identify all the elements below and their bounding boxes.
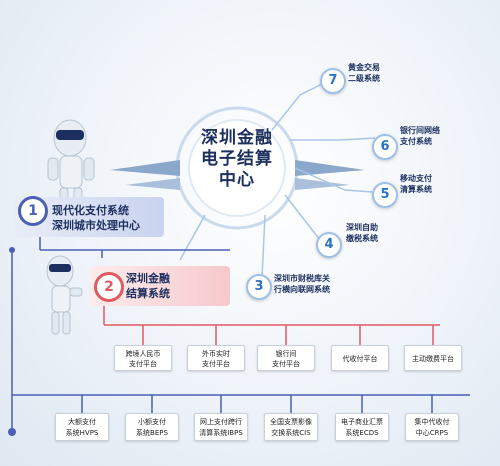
clearing-system-box: 大额支付 系统HVPS [55,413,109,441]
label-line: 支付平台 [272,360,300,368]
platform-box: 银行间 支付平台 [257,345,315,371]
hub-wings [110,106,365,230]
label-line: 电子商业汇票 [341,418,383,426]
system-number-badge: 2 [94,272,124,302]
label-line: 结算系统 [126,287,170,300]
label-line: 外币实时 [202,350,230,358]
label-line: 集中代收付 [414,418,450,426]
label-line: 清算系统 [400,185,432,194]
label-line: 银行间 [275,350,297,358]
label-line: 小额支付 [138,418,166,426]
label-line: 系统ECDS [345,429,379,437]
platform-box: 跨境人民币 支付平台 [114,345,172,371]
platform-box: 外币实时 支付平台 [187,345,245,371]
system-number-badge: 1 [18,196,48,226]
center-title: 深圳金融 电子结算 中心 [183,128,291,191]
system-number-badge: 7 [320,68,346,94]
label-line: 深圳市财税库关 [274,274,330,283]
center-title-line2: 电子结算 [201,149,273,169]
label-line: 深圳城市处理中心 [52,219,140,232]
clearing-system-box: 网上支付跨行 清算系统IBPS [194,413,248,441]
label-line: 系统HVPS [65,429,99,437]
label-line: 中心CRPS [415,429,449,437]
label-line: 网上支付跨行 [200,418,242,426]
label-line: 现代化支付系统 [52,204,129,217]
mobile-payment-system-label: 移动支付 清算系统 [400,173,432,195]
clearing-system-box: 电子商业汇票 系统ECDS [335,413,389,441]
shenzhen-settlement-system-label: 深圳金融 结算系统 [126,271,170,301]
clearing-system-box: 全国支票影像 交换系统CIS [264,413,318,441]
label-line: 深圳金融 [126,272,170,285]
label-line: 主动缴费平台 [412,355,454,363]
label-line: 二级系统 [348,74,380,83]
label-line: 黄金交易 [348,63,380,72]
label-line: 跨境人民币 [125,350,161,358]
label-line: 交换系统CIS [271,429,311,437]
label-line: 代收付平台 [342,355,378,363]
label-line: 移动支付 [400,174,432,183]
label-line: 清算系统IBPS [199,429,243,437]
label-line: 深圳自助 [346,223,378,232]
label-line: 支付系统 [400,137,432,146]
platform-box: 主动缴费平台 [404,345,462,371]
clearing-system-box: 集中代收付 中心CRPS [405,413,459,441]
label-line: 系统BEPS [136,429,168,437]
self-service-tax-system-label: 深圳自助 缴税系统 [346,222,378,244]
system-number-badge: 5 [372,182,398,208]
clearing-system-box: 小额支付 系统BEPS [125,413,179,441]
label-line: 支付平台 [129,360,157,368]
label-line: 缴税系统 [346,234,378,243]
label-line: 大额支付 [68,418,96,426]
tax-treasury-network-label: 深圳市财税库关 行横向联网系统 [274,273,330,295]
center-title-line1: 深圳金融 [201,128,273,148]
system-number-badge: 6 [372,134,398,160]
system-number-badge: 3 [246,274,272,300]
platform-box: 代收付平台 [331,345,389,371]
label-line: 全国支票影像 [270,418,312,426]
gold-trading-system-label: 黄金交易 二级系统 [348,62,380,84]
robot-icon [46,255,83,335]
label-line: 行横向联网系统 [274,285,330,294]
modern-payment-system-label: 现代化支付系统 深圳城市处理中心 [52,203,140,233]
label-line: 支付平台 [202,360,230,368]
center-title-line3: 中心 [219,170,255,190]
system-number-badge: 4 [316,232,342,258]
interbank-payment-system-label: 银行间网络 支付系统 [400,125,440,147]
label-line: 银行间网络 [400,126,440,135]
